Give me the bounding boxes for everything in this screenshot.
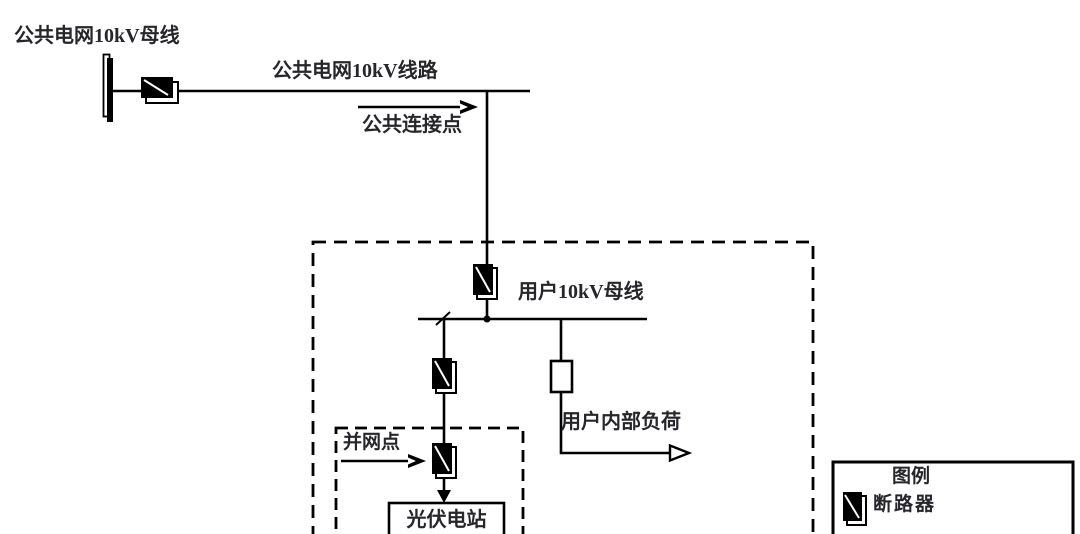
load-branch-line-lower (559, 392, 671, 455)
circuit-breaker-incoming (473, 264, 498, 300)
label-public-connection-point: 公共连接点 (362, 114, 462, 136)
label-public-grid-busbar: 公共电网10kV母线 (14, 25, 180, 47)
circuit-breaker-pv-lower (432, 443, 457, 479)
circuit-breaker-top (141, 77, 179, 104)
busbar-junction-tick (435, 311, 451, 326)
grid-connection-point-arrow (341, 454, 426, 468)
label-user-busbar: 用户10kV母线 (518, 281, 644, 303)
user-site-dashed-boundary (311, 240, 815, 534)
label-pv-station: 光伏电站 (406, 509, 487, 531)
circuit-breaker-pv-upper (432, 358, 457, 394)
grid-connection-dashed-boundary (334, 426, 525, 534)
legend-box (831, 460, 1075, 534)
label-grid-connection-point: 并网点 (343, 432, 401, 453)
public-grid-busbar-symbol (102, 53, 113, 122)
pv-station-box (387, 501, 506, 534)
user-load-arrowhead (668, 443, 693, 463)
legend-item-circuit-breaker: 断路器 (873, 494, 937, 515)
circuit-breaker-icon (843, 492, 867, 526)
pv-down-arrowhead (437, 490, 451, 503)
label-user-internal-load: 用户内部负荷 (561, 411, 681, 433)
label-public-grid-line: 公共电网10kV线路 (272, 60, 438, 82)
load-switch-symbol (549, 359, 574, 394)
busbar-junction-dot (483, 315, 491, 323)
public-connection-point-arrow (358, 100, 478, 114)
legend-title: 图例 (892, 466, 931, 487)
